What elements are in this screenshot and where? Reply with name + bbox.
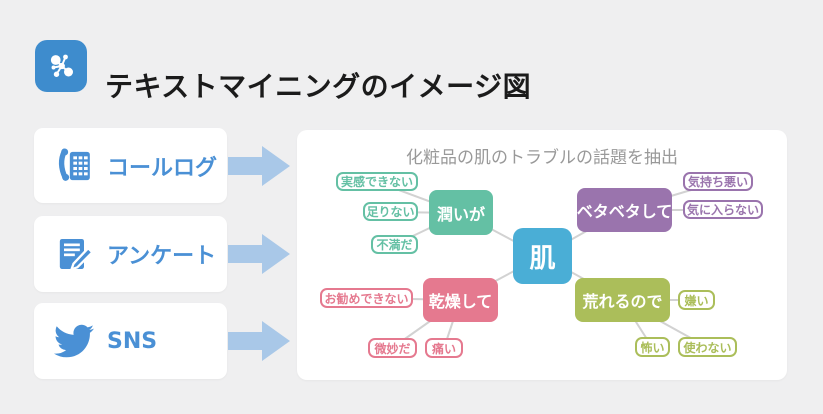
- mindmap-title: 化粧品の肌のトラブルの話題を抽出: [406, 148, 678, 168]
- phone-icon: [54, 146, 94, 186]
- right-arrow-icon: [228, 321, 290, 361]
- right-arrow-icon: [228, 146, 290, 186]
- branch-node-moisture: 潤いが: [429, 190, 493, 235]
- leaf-node: 微妙だ: [368, 338, 417, 358]
- source-label: コールログ: [107, 155, 218, 181]
- source-card-call-log: コールログ: [34, 128, 227, 203]
- leaf-node: 気持ち悪い: [683, 172, 753, 191]
- branch-node-roughens: 荒れるので: [575, 278, 670, 322]
- source-label: アンケート: [107, 244, 217, 269]
- leaf-node: 嫌い: [678, 290, 715, 310]
- leaf-node: お勧めできない: [320, 288, 413, 308]
- source-card-survey: アンケート: [34, 216, 227, 292]
- twitter-bird-icon: [54, 321, 94, 361]
- network-cluster-icon: [35, 40, 87, 92]
- leaf-node: 足りない: [363, 202, 418, 221]
- branch-node-dry: 乾燥して: [423, 278, 498, 322]
- leaf-node: 痛い: [425, 338, 463, 358]
- survey-pen-icon: [54, 234, 94, 274]
- leaf-node: 使わない: [678, 337, 737, 357]
- leaf-node: 怖い: [635, 337, 670, 357]
- leaf-node: 気に入らない: [683, 200, 763, 219]
- leaf-node: 実感できない: [336, 172, 418, 191]
- source-label: SNS: [107, 328, 158, 354]
- page-title: テキストマイニングのイメージ図: [105, 69, 532, 103]
- source-card-sns: SNS: [34, 303, 227, 379]
- center-node-skin: 肌: [513, 228, 572, 284]
- branch-node-sticky: ベタベタして: [577, 188, 672, 232]
- mindmap-panel: 化粧品の肌のトラブルの話題を抽出 肌 潤いが ベタベ: [297, 130, 787, 380]
- leaf-node: 不満だ: [371, 235, 418, 254]
- right-arrow-icon: [228, 234, 290, 274]
